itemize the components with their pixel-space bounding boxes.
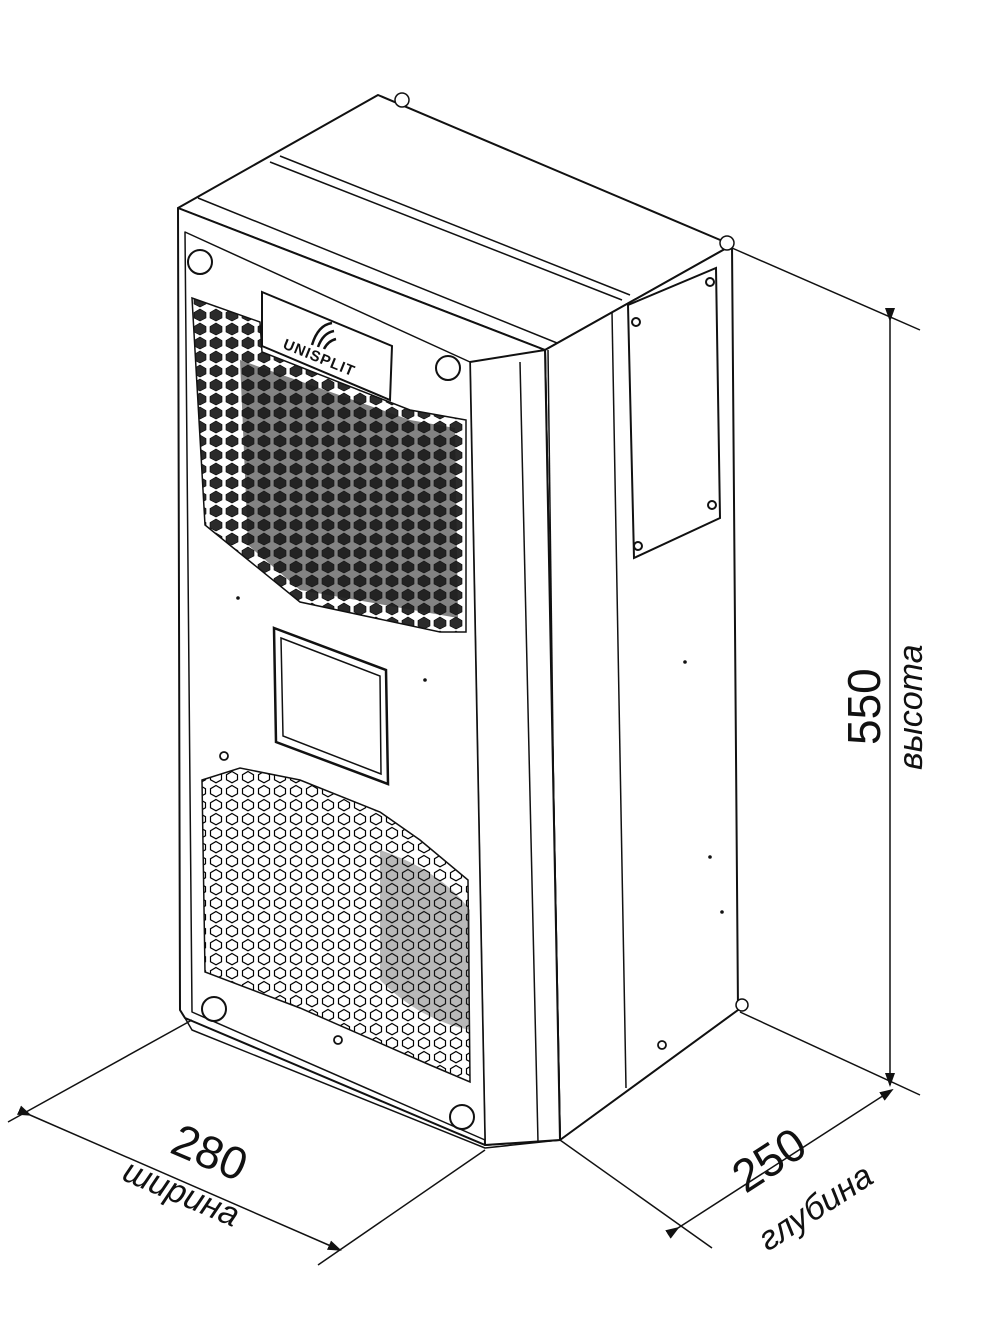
dimension-lines — [7, 247, 921, 1266]
display-window — [272, 626, 390, 786]
upper-vent-inner — [240, 360, 458, 618]
side-dots — [657, 660, 724, 1050]
height-label: высота — [892, 644, 930, 770]
top-fasteners — [394, 92, 749, 1012]
service-plate — [626, 266, 722, 560]
width-dimension-line — [17, 1105, 342, 1251]
front-corner-holes — [187, 249, 475, 1130]
panel-dots — [219, 596, 427, 1045]
lower-vent-grille — [201, 767, 471, 1084]
depth-dimension-line — [665, 1088, 894, 1239]
brand-mark-icon — [310, 321, 337, 350]
fan-behind-grille — [380, 850, 470, 1030]
height-value: 550 — [838, 668, 890, 745]
